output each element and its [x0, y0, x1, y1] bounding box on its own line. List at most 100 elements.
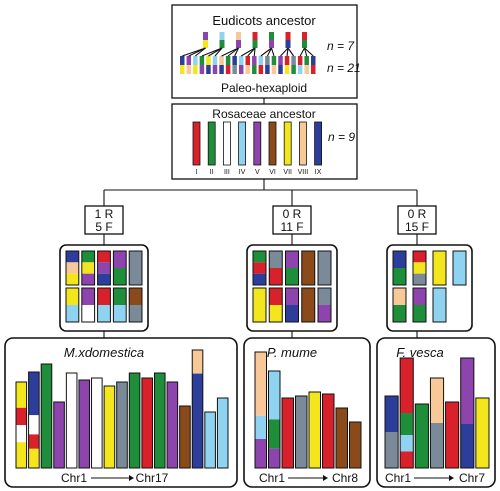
ancestor-n21-chromosome — [186, 56, 192, 74]
intermediate-chromosome — [412, 287, 427, 323]
ancestor-n21-chromosome — [238, 56, 244, 74]
hexaploid-link — [260, 47, 272, 57]
ancestor-n21-chromosome — [297, 56, 303, 74]
ancestor-n21-chromosome — [180, 56, 185, 74]
rosaceae-chromosome-V: V — [253, 121, 262, 176]
paleo-hexaploid-label: Paleo-hexaploid — [221, 81, 307, 95]
ancestor-n7-chromosome — [252, 32, 258, 48]
rosaceae-chromosome-label: V — [255, 169, 260, 176]
rosaceae-chromosome-IV: IV — [238, 121, 247, 176]
rosaceae-chromosome-I: I — [192, 121, 201, 176]
intermediate-chromosome — [65, 250, 80, 286]
chromosome-1 — [384, 395, 399, 469]
event-r-vesca: 0 R — [408, 207, 427, 221]
chromosome-5 — [308, 391, 321, 469]
hexaploid-link — [234, 47, 239, 57]
hexaploid-link — [195, 47, 206, 57]
eudicots-ancestor-title: Eudicots ancestor — [212, 13, 316, 28]
hexaploid-link — [208, 47, 223, 57]
final-chromosomes-malus — [15, 349, 229, 469]
ancestor-n7-chromosome — [219, 32, 225, 48]
ancestor-n21-chromosome — [291, 56, 296, 74]
intermediate-chromosome — [268, 287, 283, 323]
ancestor-n21-chromosome — [225, 56, 231, 74]
species-name-vesca: F. vesca — [396, 345, 443, 360]
rosaceae-chromosome-label: VIII — [298, 169, 309, 176]
intermediate-chromosome — [128, 287, 143, 323]
tree-branches — [103, 179, 418, 338]
ancestor-n7-chromosome — [302, 32, 307, 48]
axis-end-malus: Chr17 — [136, 471, 169, 485]
chromosome-3 — [414, 403, 429, 469]
hexaploid-link — [240, 47, 256, 57]
hexaploid-link — [188, 47, 206, 57]
event-r-malus: 1 R — [95, 207, 114, 221]
hexaploid-link — [214, 47, 223, 57]
chromosome-16 — [204, 411, 216, 469]
ancestor-chromosomes-n21 — [180, 56, 316, 74]
chromosome-4 — [295, 395, 308, 469]
ancestor-n21-chromosome — [311, 56, 316, 74]
rosaceae-chromosome-II: II — [207, 121, 216, 176]
chromosome-6 — [460, 357, 475, 469]
chromosome-17 — [216, 397, 229, 469]
n21-label: n = 21 — [327, 61, 361, 75]
rosaceae-ancestor-title: Rosaceae ancestor — [212, 107, 315, 121]
eudicots-ancestor-box — [171, 4, 358, 99]
chromosome-5 — [445, 401, 460, 469]
ancestor-n21-chromosome — [245, 56, 250, 74]
rosaceae-chromosome-label: IX — [315, 169, 322, 176]
event-f-vesca: 15 F — [405, 220, 429, 234]
hexaploid-link — [304, 47, 314, 57]
n7-label: n = 7 — [327, 39, 355, 53]
chromosome-7 — [91, 377, 103, 469]
intermediate-chromosome — [452, 250, 467, 286]
chromosome-12 — [153, 372, 166, 469]
intermediate-chromosome — [268, 250, 283, 286]
axis-arrowhead-malus — [129, 475, 134, 481]
chromosome-14 — [179, 405, 191, 469]
hexaploid-link — [247, 47, 256, 57]
intermediate-chromosome — [81, 250, 96, 286]
chromosome-7 — [475, 397, 490, 469]
chromosome-1 — [15, 381, 28, 469]
event-f-mume: 11 F — [280, 220, 303, 234]
intermediate-chromosomes-malus — [65, 250, 143, 323]
ancestor-n21-chromosome — [199, 56, 205, 74]
species-name-malus: M.xdomestica — [64, 345, 144, 360]
intermediate-chromosome — [317, 250, 332, 286]
chromosome-9 — [116, 381, 128, 469]
ancestor-n21-chromosome — [252, 56, 257, 74]
axis-end-vesca: Chr7 — [459, 471, 485, 485]
chromosome-2 — [399, 357, 414, 469]
ancestor-chromosomes-n7 — [203, 32, 307, 48]
intermediate-chromosome — [412, 250, 427, 286]
axis-end-mume: Chr8 — [332, 471, 358, 485]
rosaceae-chromosome-label: IV — [239, 169, 246, 176]
chromosome-7 — [335, 407, 348, 469]
hexaploid-link — [227, 47, 239, 57]
ancestor-n21-chromosome — [304, 56, 309, 74]
axis-start-malus: Chr1 — [61, 471, 87, 485]
intermediate-chromosome — [392, 287, 407, 323]
event-r-mume: 0 R — [283, 207, 302, 221]
intermediate-chromosome — [81, 287, 96, 323]
chromosome-3 — [40, 363, 53, 469]
rosaceae-chromosome-label: VI — [269, 169, 276, 176]
chromosome-6 — [322, 393, 335, 469]
chromosome-1 — [254, 351, 267, 469]
ancestor-n7-chromosome — [269, 32, 274, 48]
chromosome-3 — [281, 397, 294, 469]
chromosome-10 — [128, 372, 141, 469]
rosaceae-chromosome-label: I — [196, 169, 198, 176]
ancestor-n7-chromosome — [236, 32, 241, 48]
rosaceae-chromosome-VIII: VIII — [298, 121, 309, 176]
intermediate-chromosome — [432, 250, 447, 286]
intermediate-chromosomes-mume — [252, 250, 332, 323]
intermediate-chromosome — [128, 250, 143, 286]
hexaploid-links — [182, 47, 314, 57]
chromosome-4 — [53, 401, 65, 469]
event-f-malus: 5 F — [95, 220, 112, 234]
hexaploid-link — [221, 47, 239, 57]
